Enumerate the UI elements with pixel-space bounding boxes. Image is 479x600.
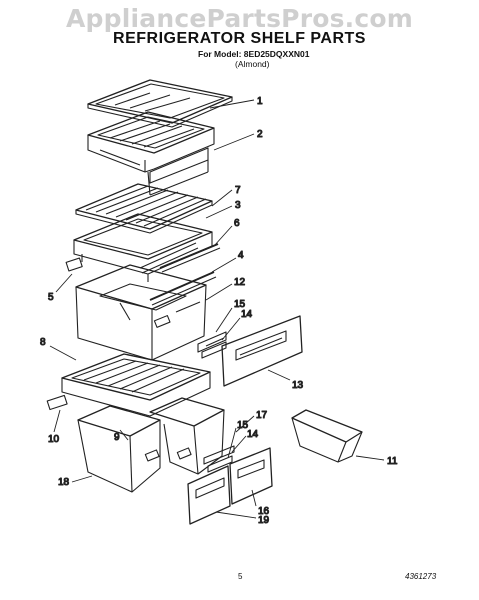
callout-5: 5 <box>48 292 54 303</box>
callout-7: 7 <box>235 185 241 196</box>
callout-16: 16 <box>258 506 270 517</box>
callout-12: 12 <box>234 277 246 288</box>
callout-1: 1 <box>257 96 263 107</box>
callout-4: 4 <box>238 250 244 261</box>
page-number: 5 <box>238 572 243 581</box>
part-dairy-bin <box>291 409 363 463</box>
document-code: 4361273 <box>405 572 437 581</box>
callout-10: 10 <box>48 434 60 445</box>
callout-11: 11 <box>387 456 398 467</box>
callout-8: 8 <box>40 337 46 348</box>
callout-13: 13 <box>292 380 304 391</box>
part-lower-shelf <box>46 353 211 417</box>
model-line: For Model: 8ED25DQXXN01 <box>198 49 310 59</box>
callout-2: 2 <box>257 129 263 140</box>
diagram-title: REFRIGERATOR SHELF PARTS <box>113 30 366 47</box>
part-upper-slide-set <box>197 331 227 359</box>
part-glass-insert <box>75 183 213 234</box>
part-rails <box>149 243 221 306</box>
part-lower-crisper-right <box>149 397 225 475</box>
callout-labels: 1 2 7 3 6 4 5 12 15 14 8 13 17 15 14 10 … <box>39 95 398 526</box>
part-drawer-fronts <box>187 447 273 525</box>
callout-14b: 14 <box>247 429 259 440</box>
color-line: (Almond) <box>235 59 270 69</box>
callout-15: 15 <box>234 299 246 310</box>
part-drawer-front-panel <box>221 315 303 387</box>
callout-14: 14 <box>241 309 253 320</box>
part-upper-crisper-drawer <box>75 264 207 361</box>
callout-3: 3 <box>235 200 241 211</box>
part-lower-crisper-left <box>77 405 161 493</box>
watermark-text: AppliancePartsPros.com <box>65 4 414 33</box>
part-glass-shelf <box>87 79 233 128</box>
leader-lines <box>49 99 385 519</box>
callout-6: 6 <box>234 218 240 229</box>
callout-15b: 15 <box>237 420 249 431</box>
callout-17: 17 <box>256 410 268 421</box>
callout-18: 18 <box>58 477 70 488</box>
callout-19: 19 <box>258 515 270 526</box>
part-shelf-frame <box>65 213 213 282</box>
part-crisper-cover <box>87 111 215 196</box>
callout-9: 9 <box>114 432 120 443</box>
part-lower-slide-set <box>203 445 235 473</box>
